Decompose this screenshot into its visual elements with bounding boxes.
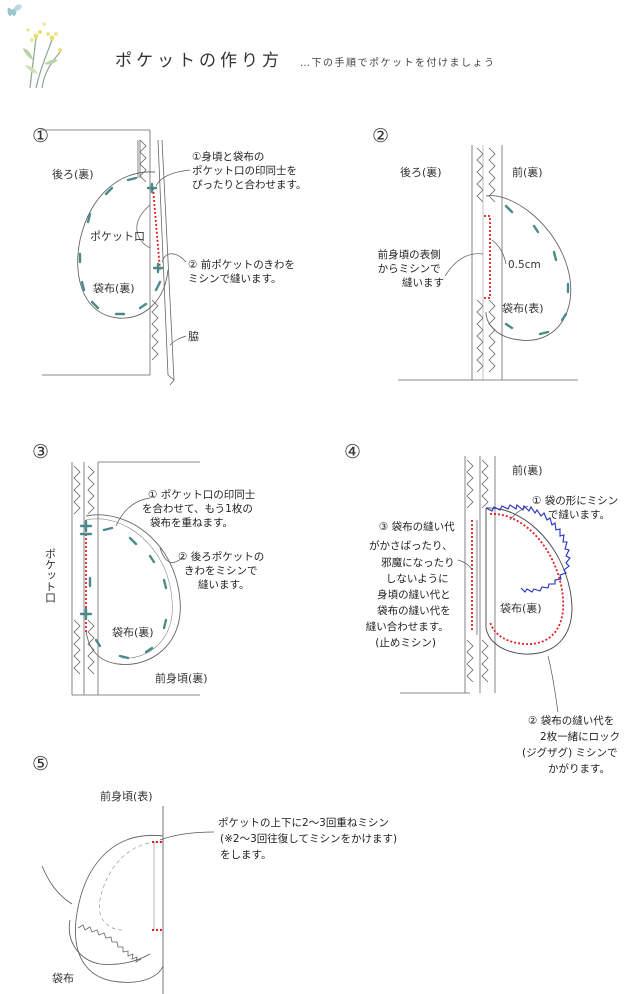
pocket-bag-shape (75, 834, 164, 983)
instruction-2-1: 前身頃の表側 からミシンで 縫います (378, 248, 444, 289)
step-number: ② (372, 125, 389, 147)
label-pocket-bag: 袋布(裏) (112, 625, 154, 639)
seam-allowance-zigzag (77, 924, 142, 963)
pocket-bag-shape (485, 195, 572, 341)
step-1: ① 後ろ(裏) (32, 125, 306, 386)
step-5: ⑤ 前身頃(表) 袋布 ポケットの上下に2～3回重ねミシン (※2～3回往復して… (32, 753, 400, 994)
step-4: ④ 前(裏) 袋布(裏) ① 袋の形にミシン で縫います。 ③ 袋布の縫い代 が… (344, 441, 624, 775)
label-pocket-opening-vertical: ポケット口 (44, 548, 57, 603)
reinforcement-stitches (152, 841, 163, 931)
instruction-1-2: ② 前ポケットのきわを ミシンで縫います。 (188, 258, 298, 285)
step-number: ③ (32, 441, 49, 463)
seam-allowance-zigzag (466, 459, 489, 683)
instruction-3-1: ① ポケット口の印同士 を合わせて、もう1枚の 袋布を重ねます。 (142, 488, 259, 529)
stitch-line (484, 215, 491, 299)
label-front-body: 前身頃(表) (100, 789, 153, 803)
seam-allowance-zigzag (73, 465, 95, 675)
step-3: ③ ポケット口 袋布(裏) 前身頃(裏) ① ポケット口の印同士 (32, 441, 268, 696)
garment-outline (398, 145, 578, 381)
label-pocket-opening: ポケット口 (90, 230, 145, 243)
butterfly-icon (7, 4, 22, 16)
label-front: 前(裏) (512, 463, 543, 477)
label-front: 前(裏) (512, 165, 543, 179)
alignment-marks (504, 204, 570, 336)
garment-outline (400, 456, 496, 694)
instruction-4-3: ③ 袋布の縫い代 がかさばったり、 邪魔になったり しないように 身頃の縫い代と… (366, 520, 458, 649)
pocket-bag-shape (85, 514, 181, 665)
label-back-body: 後ろ(裏) (400, 165, 442, 179)
label-front-body: 前身頃(裏) (155, 671, 208, 685)
label-back-body: 後ろ(裏) (52, 167, 94, 181)
pocket-bag-shape (485, 507, 573, 655)
pocket-bag-shape (77, 171, 169, 319)
label-pocket-bag: 袋布(裏) (93, 281, 135, 295)
alignment-marks (79, 519, 168, 660)
header: ポケットの作り方 …下の手順でポケットを付けましょう (7, 4, 496, 89)
alignment-marks (78, 176, 164, 316)
overlock-stitch (485, 504, 571, 593)
page-subtitle: …下の手順でポケットを付けましょう (300, 56, 496, 69)
step-number: ① (32, 125, 49, 147)
label-pocket-bag: 袋布(裏) (500, 601, 542, 615)
instruction-5-1: ポケットの上下に2～3回重ねミシン (※2～3回往復してミシンをかけます) をし… (218, 816, 400, 861)
instruction-4-1: ① 袋の形にミシン で縫います。 (532, 494, 622, 521)
label-measure: 0.5cm (508, 259, 541, 271)
instruction-4-2: ② 袋布の縫い代を 2枚一緒にロック (ジグザグ) ミシンで かがります。 (522, 714, 624, 775)
label-pocket-bag: 袋布(表) (502, 301, 544, 315)
garment-outline (40, 129, 151, 376)
stitch-line (152, 187, 161, 271)
step-number: ⑤ (32, 753, 49, 775)
page-title: ポケットの作り方 (115, 51, 283, 71)
instruction-1-1: ①身頃と袋布の ポケット口の印同士を ぴったりと合わせます。 (192, 150, 306, 191)
stitch-line (489, 513, 565, 645)
step-2: ② 後ろ(裏) 前(裏) 0.5cm 袋布(表) 前身頃の表側 からミシンで 縫… (372, 125, 578, 381)
garment-outline (71, 461, 200, 696)
flower-sprig-icon (23, 22, 62, 89)
label-pocket-bag: 袋布 (52, 971, 74, 985)
label-side: 脇 (188, 330, 199, 343)
seam-allowance-zigzag (476, 147, 496, 373)
step-number: ④ (344, 441, 361, 463)
instruction-3-2: ② 後ろポケットの きわをミシンで 縫います。 (178, 550, 268, 591)
seam-allowance-zigzag (139, 139, 159, 361)
